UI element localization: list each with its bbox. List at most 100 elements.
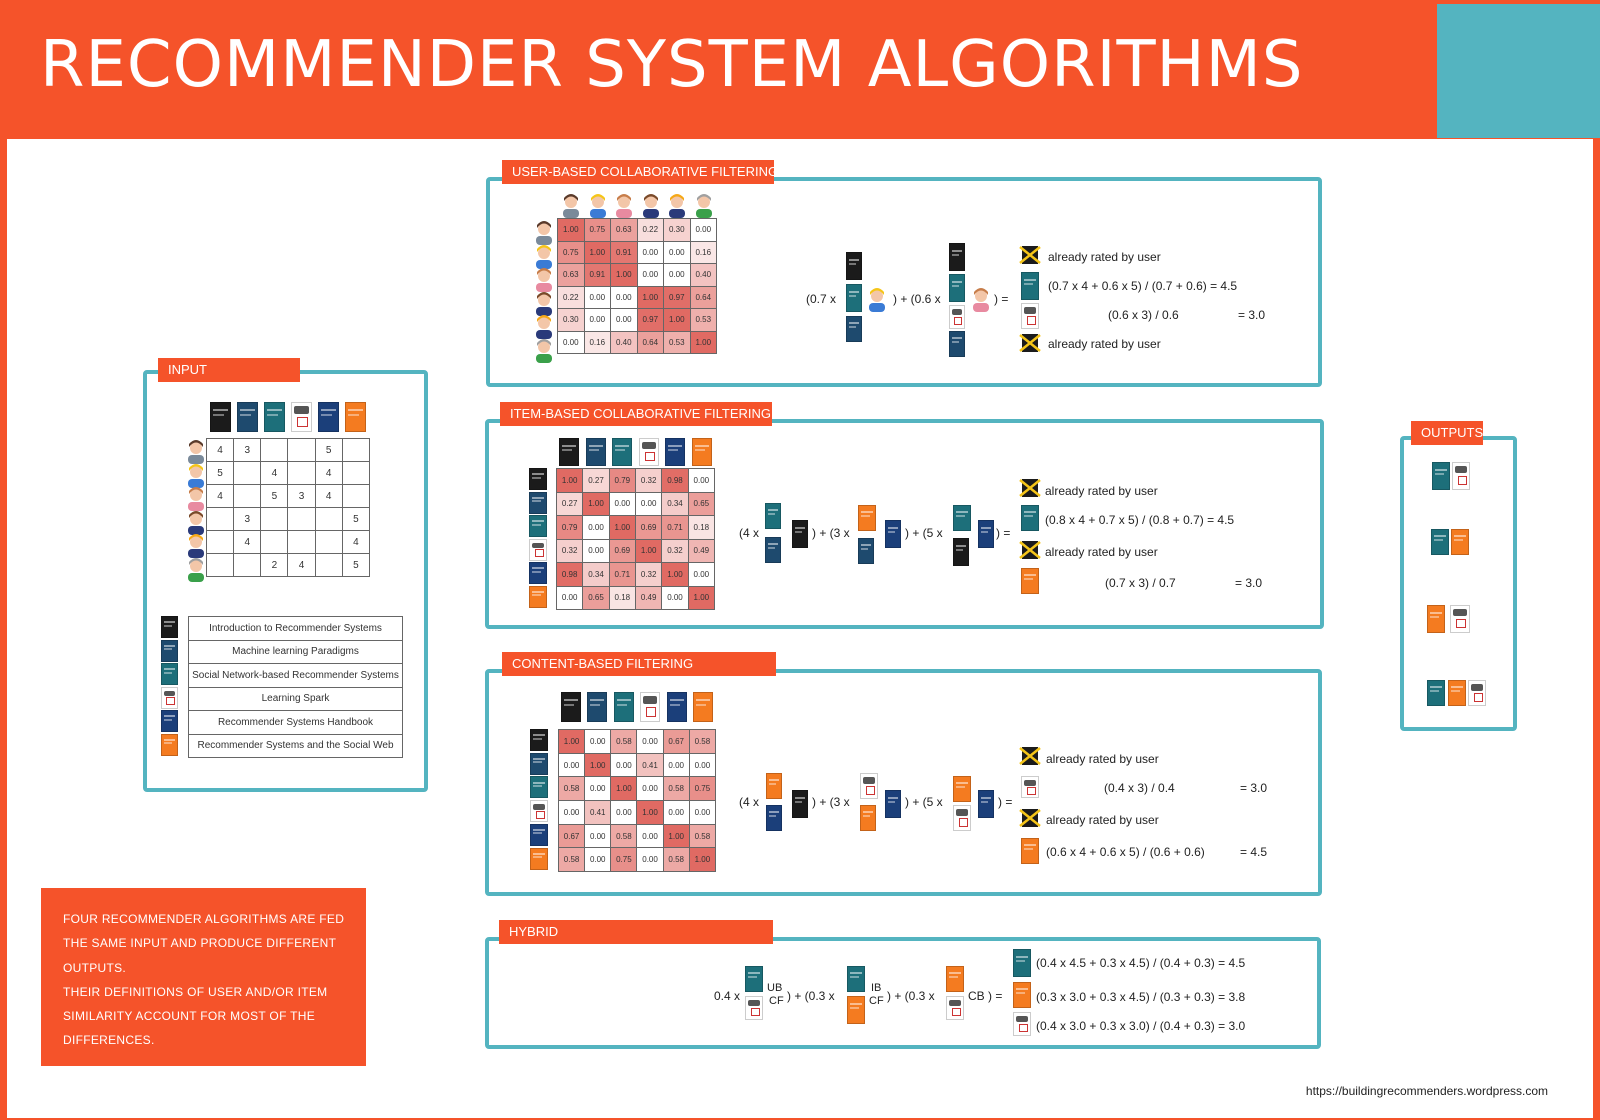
user-avatar-icon [970, 286, 992, 312]
similarity-cell: 0.00 [583, 285, 611, 309]
similarity-cell: 0.00 [584, 729, 612, 754]
hybrid-cf2: CF [869, 995, 884, 1007]
similarity-cell: 0.27 [582, 468, 610, 493]
note-line-4: THEIR DEFINITIONS OF USER AND/OR ITEM [63, 985, 328, 999]
book-intro-icon [792, 790, 808, 818]
rating-cell: 3 [233, 438, 262, 462]
user-cf-result-3-value: = 3.0 [1238, 308, 1266, 322]
hybrid-ub: UB [767, 982, 783, 994]
rating-cell [233, 484, 262, 508]
user-avatar-icon [185, 532, 207, 558]
user-avatar-icon [185, 462, 207, 488]
similarity-cell: 0.97 [663, 285, 691, 309]
book-intro-icon [210, 402, 231, 432]
similarity-cell: 0.65 [687, 491, 716, 516]
similarity-cell: 0.40 [610, 330, 638, 354]
item-cf-result-4-value: = 3.0 [1235, 576, 1263, 590]
book-social-network-icon [1431, 529, 1449, 555]
rating-cell: 4 [205, 438, 235, 462]
book-handbook-icon [530, 823, 548, 846]
rating-cell [205, 507, 235, 531]
book-learning-spark-icon [638, 438, 659, 466]
book-intro-icon [559, 438, 579, 466]
note-line-5: SIMILARITY ACCOUNT FOR MOST OF THE [63, 1009, 316, 1023]
rating-cell [287, 461, 316, 485]
similarity-cell: 1.00 [688, 847, 717, 873]
similarity-cell: 0.00 [583, 308, 611, 332]
book-title-cell: Learning Spark [188, 686, 403, 711]
book-learning-spark-icon [640, 692, 661, 722]
rating-cell [233, 461, 262, 485]
similarity-cell: 0.58 [610, 823, 638, 849]
similarity-cell: 0.00 [610, 752, 638, 778]
similarity-cell: 0.58 [688, 729, 717, 754]
user-cf-formula-mid: ) + (0.6 x [893, 292, 941, 306]
book-handbook-icon [161, 710, 178, 732]
rating-cell [233, 553, 262, 577]
book-social-network-icon [765, 503, 781, 529]
hybrid-f3: ) + (0.3 x [887, 989, 935, 1003]
book-social-network-icon [1432, 462, 1450, 490]
similarity-cell: 0.00 [688, 800, 717, 825]
book-ml-paradigms-icon [858, 538, 874, 564]
similarity-cell: 0.65 [582, 585, 610, 610]
similarity-cell: 0.16 [689, 240, 717, 264]
user-cf-result-3: (0.6 x 3) / 0.6 [1108, 308, 1179, 322]
similarity-cell: 0.22 [557, 285, 585, 309]
similarity-cell: 0.00 [610, 308, 638, 332]
similarity-cell: 0.49 [687, 538, 716, 563]
similarity-cell: 0.30 [663, 218, 691, 242]
user-avatar-icon [185, 438, 207, 464]
book-handbook-icon [665, 438, 685, 466]
similarity-cell: 0.53 [663, 330, 691, 354]
book-social-web-icon [529, 585, 547, 608]
book-learning-spark-icon [949, 305, 965, 329]
hybrid-result-2: (0.3 x 3.0 + 0.3 x 4.5) / (0.3 + 0.3) = … [1036, 990, 1246, 1004]
similarity-cell: 0.79 [555, 515, 584, 540]
user-avatar-icon [185, 509, 207, 535]
book-title-cell: Introduction to Recommender Systems [188, 616, 403, 641]
similarity-cell: 0.00 [557, 752, 586, 778]
similarity-cell: 1.00 [584, 752, 612, 778]
book-social-web-icon [530, 847, 548, 870]
input-label: INPUT [158, 358, 300, 382]
book-learning-spark-icon [1021, 303, 1039, 329]
similarity-cell: 0.58 [557, 847, 586, 873]
similarity-cell: 0.22 [636, 218, 664, 242]
similarity-cell: 0.75 [688, 776, 717, 802]
similarity-cell: 0.64 [636, 330, 664, 354]
book-ml-paradigms-icon [949, 331, 965, 357]
book-ml-paradigms-icon [237, 402, 258, 432]
rating-cell [314, 530, 343, 554]
book-learning-spark-icon [161, 686, 178, 709]
book-social-web-icon [693, 692, 713, 722]
rated-cross-icon [1019, 332, 1041, 354]
user-cf-formula-end: ) = [994, 292, 1009, 306]
user-cf-label: USER-BASED COLLABORATIVE FILTERING [502, 160, 778, 184]
content-result-4: (0.6 x 4 + 0.6 x 5) / (0.6 + 0.6) [1046, 845, 1205, 859]
user-cf-formula-open: (0.7 x [806, 292, 837, 306]
book-social-web-icon [858, 505, 876, 531]
book-ml-paradigms-icon [765, 537, 781, 563]
item-cf-result-4: (0.7 x 3) / 0.7 [1105, 576, 1176, 590]
rating-cell [287, 530, 316, 554]
book-handbook-icon [978, 520, 994, 548]
user-avatar-icon [613, 192, 635, 218]
note-line-3: OUTPUTS. [63, 961, 127, 975]
book-learning-spark-icon [1450, 605, 1470, 633]
book-handbook-icon [529, 562, 547, 584]
similarity-cell: 0.00 [688, 752, 717, 778]
book-intro-icon [529, 468, 547, 490]
book-title-cell: Recommender Systems Handbook [188, 710, 403, 735]
user-avatar-icon [533, 313, 555, 339]
similarity-cell: 0.75 [557, 240, 585, 264]
book-social-web-icon [766, 773, 782, 799]
similarity-cell: 0.18 [608, 585, 636, 610]
hybrid-result-3: (0.4 x 3.0 + 0.3 x 3.0) / (0.4 + 0.3) = … [1036, 1019, 1246, 1033]
book-social-web-icon [691, 438, 712, 466]
similarity-cell: 0.63 [610, 218, 638, 242]
content-f4: ) = [998, 795, 1013, 809]
hybrid-f2: ) + (0.3 x [787, 989, 835, 1003]
